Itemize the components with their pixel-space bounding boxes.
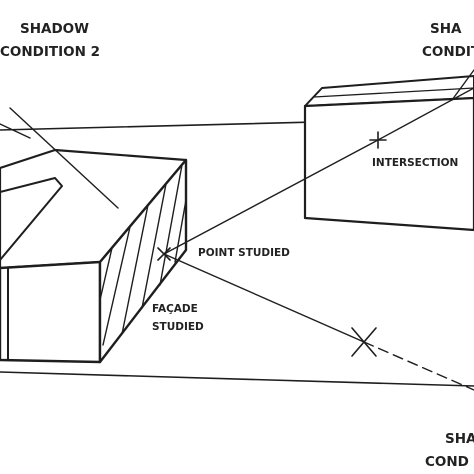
hatch-line (141, 183, 167, 309)
ray-lines (163, 87, 474, 391)
top-right-shadow-label-line2: CONDIT (422, 44, 474, 60)
facade-studied-label-line2: STUDIED (152, 321, 204, 333)
bottom-right-shadow-label-line1: SHA (445, 431, 474, 447)
hatch-line (99, 247, 113, 301)
point-studied-label: POINT STUDIED (198, 247, 290, 259)
shadow-condition-2-label-line2: CONDITION 2 (0, 44, 100, 60)
hatch-line (121, 204, 149, 335)
plus-marker-icon (369, 131, 387, 149)
facade-studied-label-line1: FAÇADE (152, 303, 198, 315)
facade-hatching (99, 164, 187, 346)
ground-plane-front-edge (0, 371, 474, 387)
studied-building (0, 148, 188, 364)
intersection-label: INTERSECTION (372, 157, 458, 169)
ray-dashed-continuation (363, 341, 474, 391)
obstruction-block (303, 75, 474, 232)
ray-beyond-intersection (377, 87, 474, 141)
top-right-shadow-label-line1: SHA (430, 21, 462, 37)
hatch-line (159, 164, 183, 286)
shadow-condition-2-label-line1: SHADOW (20, 21, 89, 37)
left-leader-fragment (0, 123, 31, 139)
ray-to-ground-mark (163, 253, 365, 343)
hatch-line (174, 199, 187, 263)
shadow-condition-2-leader (9, 107, 119, 209)
top-right-leader (451, 69, 474, 101)
obstruction-top-inner-line (313, 87, 474, 98)
cross-marker-icon (157, 247, 171, 261)
bottom-right-shadow-label-line2: COND (425, 454, 469, 470)
facade-studied-face (98, 158, 188, 364)
x-marker-icon (351, 327, 377, 357)
leader-lines (0, 69, 474, 209)
building-front-face (0, 260, 102, 364)
building-courtyard-edge (0, 177, 63, 261)
ray-to-intersection (163, 139, 379, 255)
hatch-line (102, 226, 131, 346)
